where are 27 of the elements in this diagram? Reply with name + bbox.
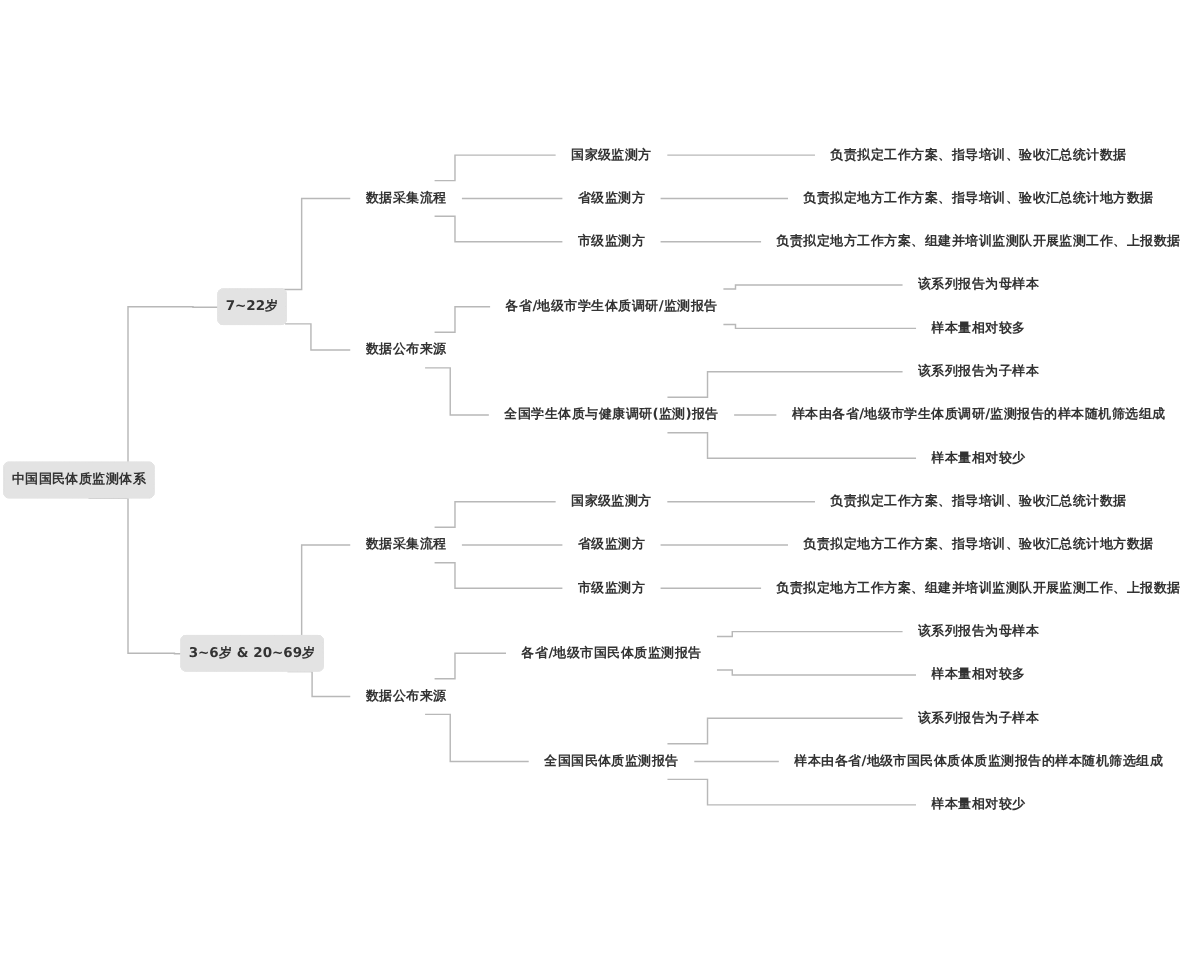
connector [659,587,762,589]
connector [284,323,351,351]
connector [666,154,816,156]
connector [666,717,904,745]
connector [433,652,507,680]
connector [433,215,564,243]
connector [733,414,778,416]
connector [666,778,917,806]
connector [433,500,557,528]
connector [433,154,557,182]
connector [722,323,917,330]
connector [666,371,904,398]
connector [716,630,904,638]
connector [433,562,564,589]
connector [659,241,762,243]
connector [716,669,917,676]
connector [424,713,530,763]
connector [433,306,491,333]
connector [666,500,816,503]
connector [722,284,904,290]
connector [461,197,564,200]
connector [461,544,564,546]
connector [424,367,490,416]
connector [693,760,780,763]
connector [659,544,789,546]
connector [659,197,789,200]
connector [666,432,917,460]
